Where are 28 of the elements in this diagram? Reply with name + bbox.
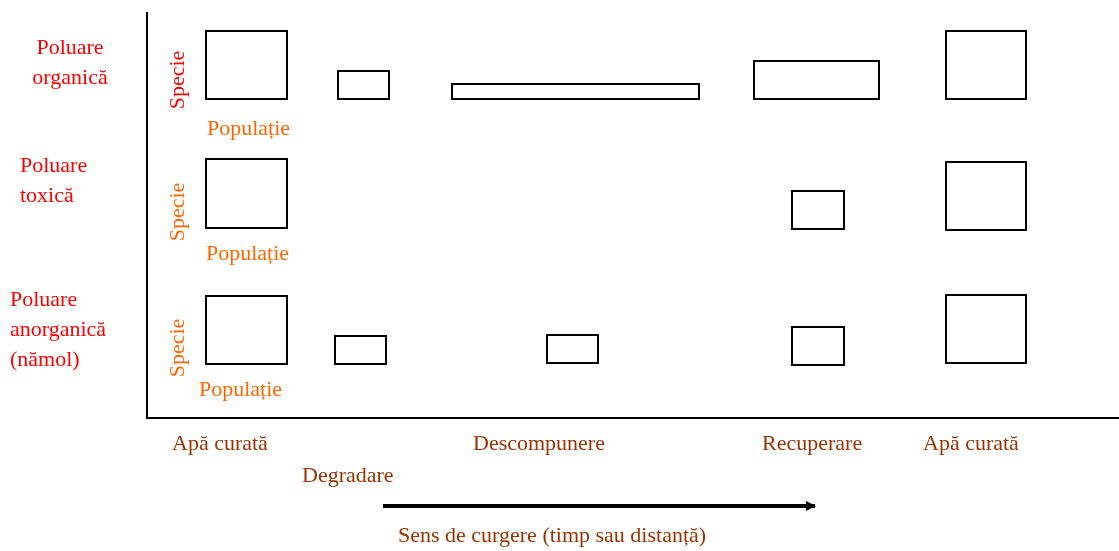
empty-rectangle bbox=[791, 326, 845, 366]
axis-title: Sens de curgere (timp sau distanță) bbox=[398, 521, 707, 549]
column-label: Descompunere bbox=[473, 429, 605, 457]
empty-rectangle bbox=[753, 60, 880, 100]
empty-rectangle bbox=[205, 158, 288, 229]
empty-rectangle bbox=[337, 70, 390, 100]
row-label: Poluare toxică bbox=[20, 151, 89, 209]
row-label: Poluare organică bbox=[31, 33, 109, 91]
empty-rectangle bbox=[451, 83, 700, 100]
axis-label: Specie bbox=[163, 49, 190, 112]
axis-label: Specie bbox=[163, 317, 190, 380]
empty-rectangle bbox=[945, 161, 1027, 231]
empty-rectangle bbox=[945, 30, 1027, 100]
empty-rectangle bbox=[546, 334, 599, 364]
axis-label: Populație bbox=[207, 114, 291, 142]
empty-rectangle bbox=[945, 294, 1027, 364]
empty-rectangle bbox=[334, 335, 387, 365]
axis-label: Specie bbox=[163, 181, 190, 244]
column-label: Apă curată bbox=[172, 429, 268, 457]
empty-rectangle bbox=[791, 190, 845, 230]
empty-rectangle bbox=[205, 30, 288, 100]
axis-label: Populație bbox=[199, 375, 283, 403]
empty-rectangle bbox=[205, 295, 288, 365]
column-label: Degradare bbox=[302, 461, 394, 489]
axis-label: Populație bbox=[206, 239, 290, 267]
column-label: Recuperare bbox=[762, 429, 863, 457]
column-label: Apă curată bbox=[923, 429, 1019, 457]
row-label: Poluare anorganică (nămol) bbox=[10, 285, 108, 373]
